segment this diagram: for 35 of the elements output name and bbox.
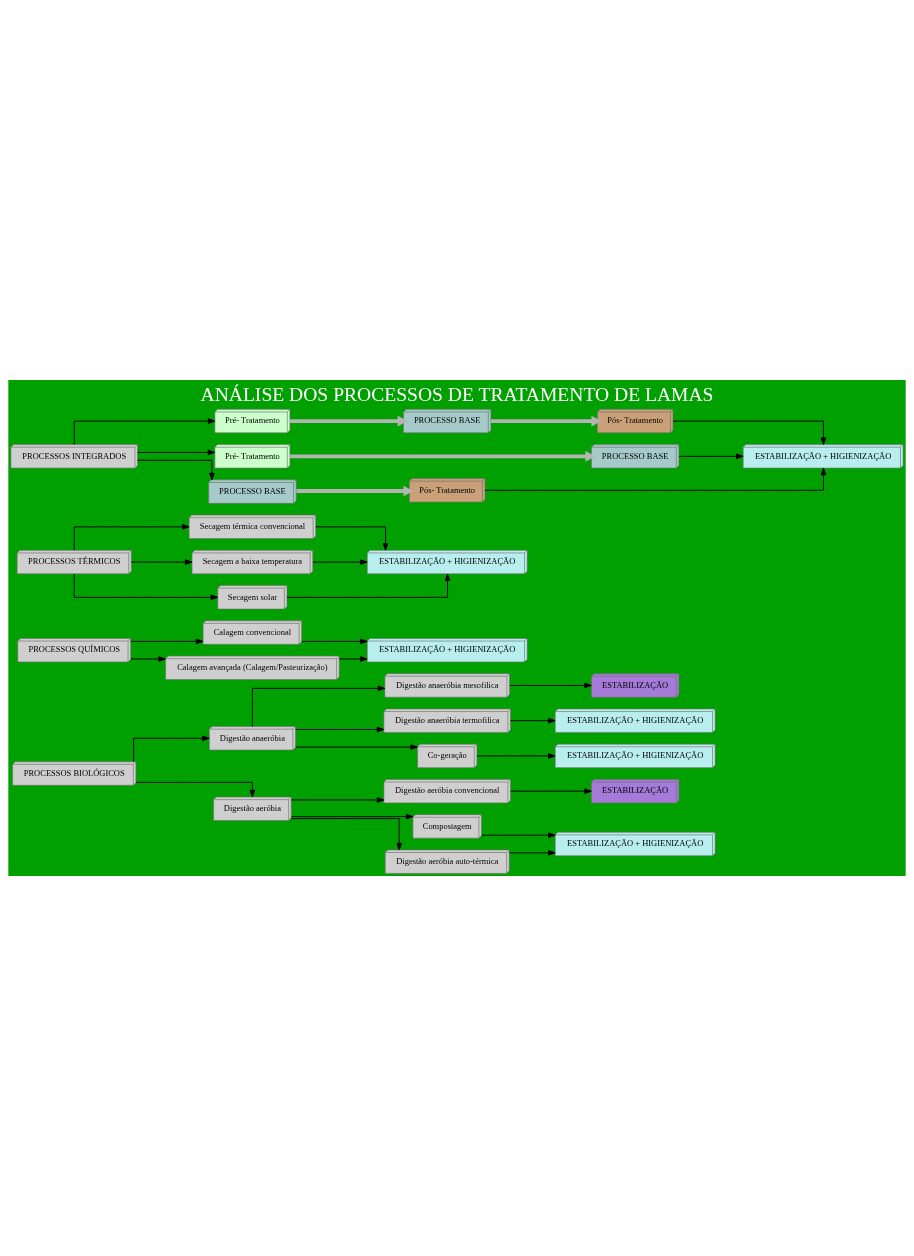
- arrow: [286, 573, 451, 598]
- arrow: [296, 485, 414, 497]
- arrow: [130, 656, 166, 662]
- arrow: [290, 818, 402, 851]
- arrow: [73, 418, 216, 445]
- arrow: [301, 638, 368, 645]
- arrow: [672, 420, 827, 445]
- arrow: [73, 524, 190, 551]
- arrow: [491, 415, 602, 427]
- arrow: [295, 726, 385, 733]
- arrow: [130, 559, 193, 565]
- arrow: [315, 526, 389, 551]
- arrow: [289, 451, 596, 462]
- arrow: [130, 638, 204, 645]
- arrow: [137, 449, 216, 456]
- arrow: [510, 717, 556, 724]
- arrow: [678, 453, 744, 460]
- arrow: [312, 559, 368, 565]
- arrow: [338, 656, 368, 662]
- arrow: [484, 467, 827, 491]
- arrow: [133, 735, 210, 763]
- arrow: [481, 832, 556, 838]
- arrow: [135, 781, 256, 798]
- arrow: [510, 788, 592, 794]
- arrow: [251, 685, 386, 727]
- arrow: [509, 682, 592, 689]
- arrow: [295, 744, 418, 750]
- arrow: [476, 753, 556, 759]
- arrow: [290, 797, 385, 803]
- arrow: [137, 459, 215, 481]
- arrow: [73, 573, 219, 601]
- arrow: [289, 415, 408, 427]
- diagram-title: ANÁLISE DOS PROCESSOS DE TRATAMENTO DE LAMAS: [200, 383, 714, 405]
- arrow: [508, 850, 556, 856]
- arrow: [290, 813, 414, 820]
